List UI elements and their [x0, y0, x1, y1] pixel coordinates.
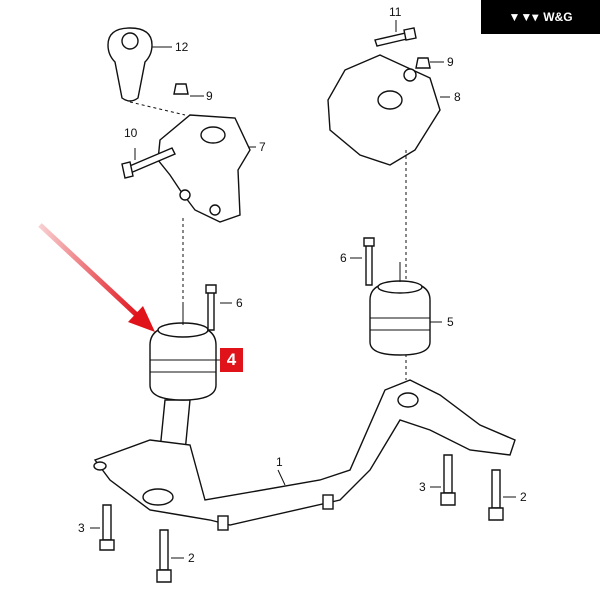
part-1-crossmember — [93, 379, 516, 531]
brand-logo: ▼▼▾ W&G — [481, 0, 600, 34]
label-2-left: 2 — [188, 551, 195, 565]
label-1: 1 — [276, 455, 283, 469]
label-3-right: 3 — [419, 480, 426, 494]
callout-part-4: 4 — [220, 348, 243, 372]
label-8: 8 — [454, 90, 461, 104]
label-7: 7 — [259, 140, 266, 154]
label-10: 10 — [124, 126, 138, 140]
pointer-arrow — [38, 223, 155, 332]
label-12: 12 — [175, 40, 189, 54]
label-9-right: 9 — [447, 55, 454, 69]
part-8-bracket — [327, 20, 450, 166]
label-2-right: 2 — [520, 490, 527, 504]
part-5-engine-mount — [350, 237, 442, 356]
label-11: 11 — [389, 5, 402, 19]
brand-name: W&G — [543, 10, 573, 24]
part-12-cap — [107, 27, 172, 102]
part-7-bracket — [121, 83, 256, 223]
wg-brand-icon: ▼▼▾ — [508, 10, 539, 24]
label-5: 5 — [447, 315, 454, 329]
label-9-left: 9 — [206, 89, 213, 103]
label-6-right: 6 — [340, 251, 347, 265]
bolts-3-2 — [90, 454, 516, 583]
label-3-left: 3 — [78, 521, 85, 535]
label-6-left: 6 — [236, 296, 243, 310]
